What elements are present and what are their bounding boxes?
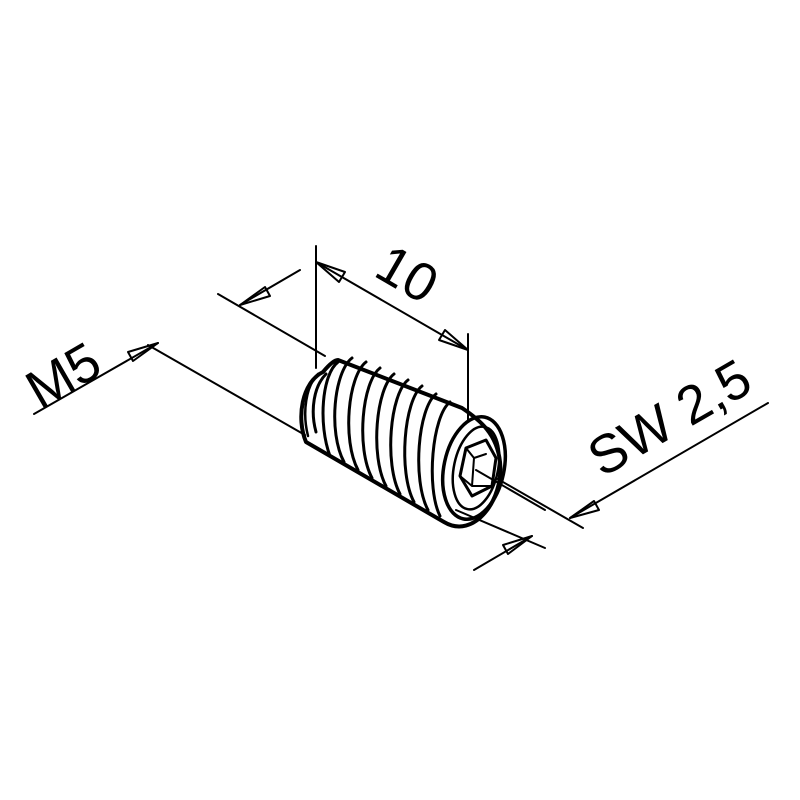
thread-crests [321,356,452,518]
socket-extension-line-lower [455,509,546,549]
extension-line-bottom [147,344,306,436]
back-chamfer [311,372,328,434]
thread-label: M5 [16,331,111,420]
arrowhead-icon [315,261,346,283]
arrowhead-icon [569,500,600,519]
screw-axis-line [475,469,546,511]
thread-dimension-line-upper [239,269,301,306]
back-face [304,372,320,438]
front-chamfer [451,425,501,511]
hex-socket-depth [459,447,493,487]
extension-line-top [217,293,326,357]
length-dimension: 10 [315,233,469,421]
arrowhead-icon [239,286,271,306]
front-face [440,415,508,521]
hex-socket-dimension: SW 2,5 [455,348,769,571]
thread-dimension: M5 [16,269,326,436]
socket-dimension-line-upper [569,402,769,519]
arrowhead-icon [127,342,159,362]
socket-dimension-line-lower [473,535,533,571]
hex-socket-label: SW 2,5 [578,348,761,488]
socket-extension-line-upper [495,477,584,529]
thread-dimension-line-lower [33,342,159,415]
length-label: 10 [366,233,448,315]
set-screw [299,356,508,529]
arrowhead-icon [502,535,533,555]
screw-outline [299,358,503,529]
arrowhead-icon [438,329,469,351]
